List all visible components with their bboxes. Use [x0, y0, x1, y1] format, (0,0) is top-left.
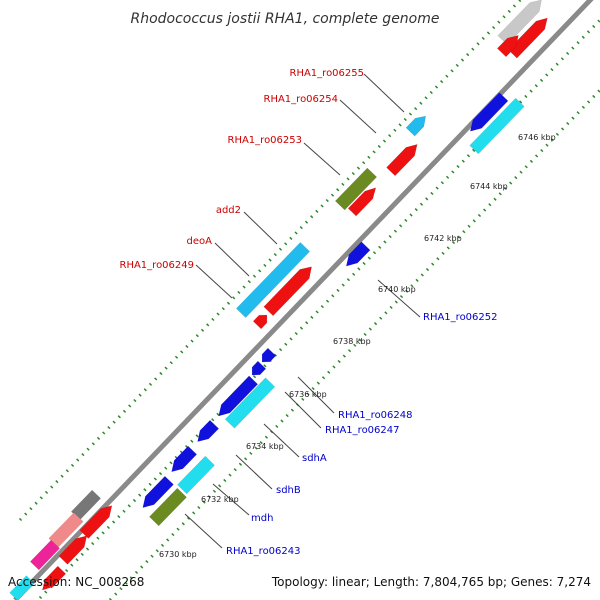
gene-feature-sdhA[interactable] — [218, 375, 259, 417]
gene-feature-ro06248[interactable] — [261, 347, 277, 363]
tick-label: 6740 kbp — [378, 285, 416, 294]
gene-feature-ro06247[interactable] — [224, 377, 276, 429]
tick-label: 6732 kbp — [201, 495, 239, 504]
gene-feature-forward[interactable] — [347, 187, 377, 217]
gene-label-sdhB[interactable]: sdhB — [276, 485, 301, 496]
gene-feature-ro06249[interactable] — [252, 314, 268, 330]
gene-label-sdhA[interactable]: sdhA — [302, 453, 327, 464]
accession-text: Accession: NC_008268 — [8, 575, 144, 589]
gene-label-ro06252[interactable]: RHA1_ro06252 — [423, 312, 498, 323]
gene-feature-ro06253[interactable] — [334, 167, 378, 211]
gene-feature-sdhB[interactable] — [177, 455, 215, 495]
gene-feature-forward[interactable] — [9, 575, 35, 600]
leader-line — [243, 211, 278, 245]
leader-line — [303, 142, 341, 176]
leader-line — [195, 264, 233, 299]
gene-feature-forward[interactable] — [58, 535, 88, 565]
leader-line — [363, 73, 405, 113]
gene-label-ro06254[interactable]: RHA1_ro06254 — [264, 94, 339, 105]
guide-dotted-line — [18, 0, 523, 522]
tick-label: 6744 kbp — [470, 182, 508, 191]
gene-feature-mdh[interactable] — [149, 487, 187, 527]
guide-dotted-line — [108, 88, 600, 600]
gene-feature-forward[interactable] — [507, 17, 548, 59]
gene-feature-reverse[interactable] — [469, 97, 525, 155]
gene-feature-reverse[interactable] — [197, 419, 220, 442]
gene-label-ro06247[interactable]: RHA1_ro06247 — [325, 425, 400, 436]
gene-label-deoA[interactable]: deoA — [187, 236, 213, 247]
tick-label: 6738 kbp — [333, 337, 371, 346]
gene-feature-add2[interactable] — [235, 242, 311, 318]
gene-feature-forward[interactable] — [496, 35, 519, 58]
gene-labels: RHA1_ro06255 RHA1_ro06254 RHA1_ro06253 a… — [120, 68, 498, 557]
gene-feature-forward[interactable] — [29, 539, 61, 571]
leader-line — [212, 483, 250, 516]
leader-line — [284, 391, 322, 429]
gene-feature-reverse[interactable] — [251, 360, 267, 376]
gene-label-ro06255[interactable]: RHA1_ro06255 — [290, 68, 365, 79]
gene-label-ro06243[interactable]: RHA1_ro06243 — [226, 546, 301, 557]
leader-line — [377, 279, 421, 318]
gene-feature-ro06254[interactable] — [386, 144, 418, 177]
gene-label-ro06249[interactable]: RHA1_ro06249 — [120, 260, 195, 271]
gene-feature-ro06243[interactable] — [142, 475, 174, 508]
gene-feature-ro06252[interactable] — [345, 241, 371, 267]
gene-feature-reverse[interactable] — [171, 445, 198, 473]
tick-label: 6742 kbp — [424, 234, 462, 243]
topology-summary: Topology: linear; Length: 7,804,765 bp; … — [271, 575, 591, 589]
gene-label-ro06253[interactable]: RHA1_ro06253 — [228, 135, 303, 146]
gene-feature-forward[interactable] — [41, 565, 67, 591]
leader-line — [184, 513, 223, 549]
gene-label-mdh[interactable]: mdh — [251, 513, 273, 524]
gene-label-ro06248[interactable]: RHA1_ro06248 — [338, 410, 413, 421]
leader-line — [235, 454, 273, 490]
gene-feature-ro06255[interactable] — [405, 115, 427, 137]
tick-label: 6730 kbp — [159, 550, 197, 559]
gene-features — [9, 0, 548, 600]
map-title: Rhodococcus jostii RHA1, complete genome — [130, 11, 439, 27]
gene-feature-forward[interactable] — [79, 505, 113, 539]
leader-line — [339, 99, 377, 134]
tick-labels: 6730 kbp 6732 kbp 6734 kbp 6736 kbp 6738… — [159, 133, 556, 559]
gene-feature-reverse[interactable] — [469, 92, 509, 132]
tick-label: 6736 kbp — [289, 390, 327, 399]
leader-line — [214, 242, 250, 277]
tick-label: 6734 kbp — [246, 442, 284, 451]
gene-label-add2[interactable]: add2 — [216, 205, 241, 216]
guide-lines — [18, 0, 600, 600]
leader-line — [297, 376, 335, 414]
tick-label: 6746 kbp — [518, 133, 556, 142]
gene-feature-deoA[interactable] — [263, 266, 312, 317]
leader-line — [263, 423, 300, 458]
